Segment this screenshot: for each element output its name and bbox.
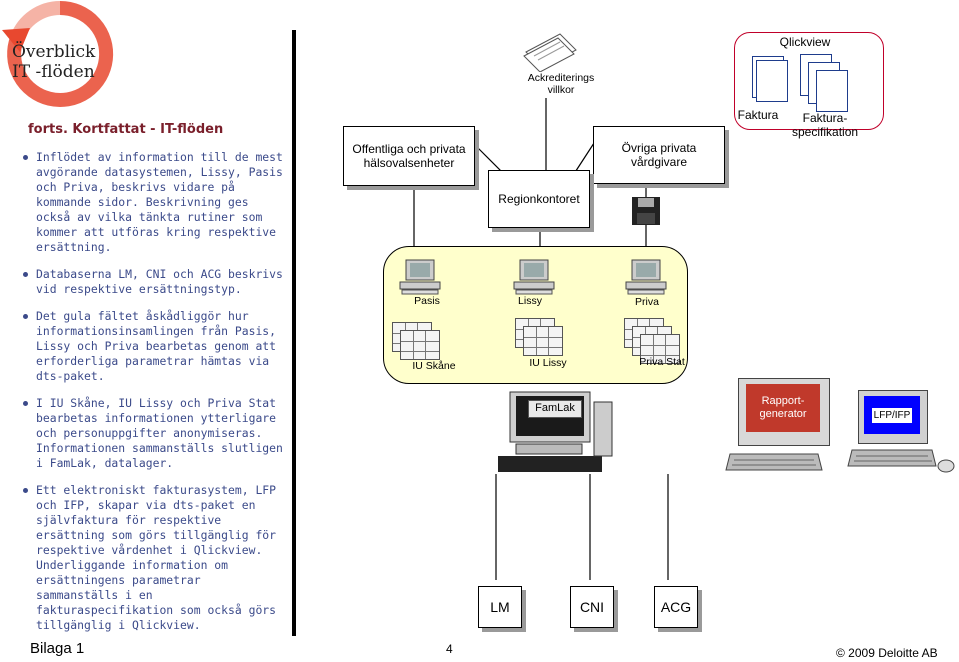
bullet-item: Ett elektroniskt fakturasystem, LFP och …: [20, 483, 285, 633]
acg-database: ACG: [654, 586, 698, 628]
footer-copyright: © 2009 Deloitte AB: [836, 646, 938, 660]
priva-label: Priva: [635, 296, 659, 308]
lfp-ifp-label: LFP/IFP: [871, 407, 913, 423]
footer-bilaga: Bilaga 1: [30, 640, 85, 657]
ackreditering-label: Ackrediterings villkor: [527, 72, 595, 96]
priva-stat-label: Priva Stat: [639, 356, 685, 368]
overview-logo: Överblick IT -flöden: [0, 0, 120, 110]
keyboard-mouse-icon: [847, 449, 955, 473]
document-stack-icon: [523, 33, 577, 72]
rapport-screen: Rapport-generator: [746, 384, 820, 432]
rapport-label: Rapport-generator: [759, 395, 807, 420]
ovriga-box: Övriga privata vårdgivare: [593, 126, 725, 184]
lfp-screen: LFP/IFP: [864, 396, 920, 434]
iu-skane-label: IU Skåne: [412, 360, 456, 372]
computer-icon: [513, 259, 555, 295]
bullet-item: I IU Skåne, IU Lissy och Priva Stat bear…: [20, 396, 285, 471]
famlak-label: FamLak: [528, 400, 582, 418]
iu-lissy-label: IU Lissy: [529, 357, 567, 369]
regionkontoret-box: Regionkontoret: [488, 170, 590, 228]
divider-line: [292, 30, 296, 636]
lm-database: LM: [478, 586, 522, 628]
bullet-list: Inflödet av information till de mest avg…: [20, 150, 285, 645]
computer-icon: [399, 259, 441, 295]
faktura-label: Faktura: [737, 108, 779, 122]
fakturaspec-label: Faktura-specifikation: [792, 111, 859, 139]
circular-arrow-icon: [2, 0, 114, 107]
offentliga-box: Offentliga och privata hälsovalsenheter: [343, 126, 475, 186]
bullet-item: Inflödet av information till de mest avg…: [20, 150, 285, 255]
pasis-label: Pasis: [414, 295, 440, 307]
page-title: forts. Kortfattat - IT-flöden: [28, 122, 224, 137]
keyboard-icon: [725, 453, 823, 471]
qlickview-label: Qlickview: [779, 35, 831, 49]
logo-line-2: IT -flöden: [12, 62, 95, 82]
bullet-item: Det gula fältet åskådliggör hur informat…: [20, 309, 285, 384]
floppy-disk-icon: [632, 197, 660, 225]
lissy-label: Lissy: [518, 295, 542, 307]
cni-database: CNI: [570, 586, 614, 628]
computer-icon: [625, 259, 667, 295]
footer-page-number: 4: [446, 642, 453, 656]
logo-line-1: Överblick: [12, 42, 96, 62]
bullet-item: Databaserna LM, CNI och ACG beskrivs vid…: [20, 267, 285, 297]
